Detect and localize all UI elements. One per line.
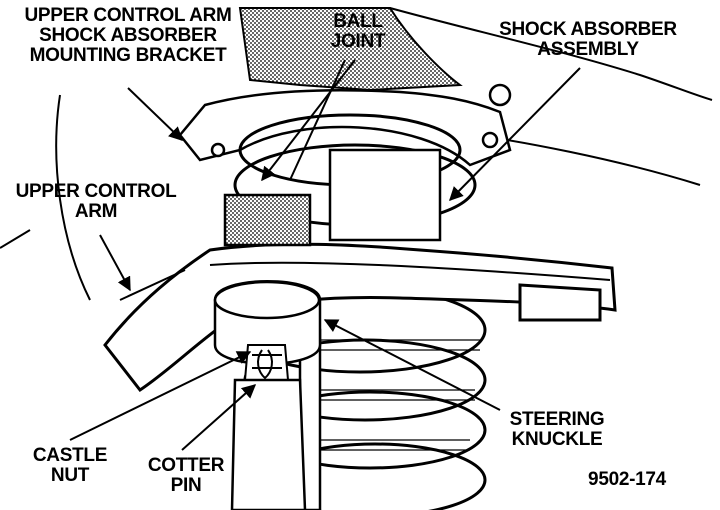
leader-lines	[69, 59, 581, 451]
ball-joint	[213, 193, 322, 365]
label-cotter-pin: COTTER PIN	[147, 455, 225, 496]
castle-nut	[243, 344, 290, 381]
mounting-bracket	[178, 83, 512, 167]
label-shock-absorber-assembly: SHOCK ABSORBER ASSEMBLY	[499, 19, 677, 60]
control-arm	[103, 242, 617, 393]
label-upper-control-arm-bracket: UPPER CONTROL ARM SHOCK ABSORBER MOUNTIN…	[24, 5, 232, 66]
label-ball-joint: BALL JOINT	[330, 11, 386, 52]
figure-id: 9502-174	[588, 469, 666, 490]
label-upper-control-arm: UPPER CONTROL ARM	[15, 181, 177, 222]
steering-knuckle	[230, 378, 307, 510]
label-steering-knuckle: STEERING KNUCKLE	[509, 409, 605, 450]
cotter-pin	[257, 349, 273, 380]
label-castle-nut: CASTLE NUT	[32, 445, 108, 486]
shock-absorber	[298, 148, 442, 510]
